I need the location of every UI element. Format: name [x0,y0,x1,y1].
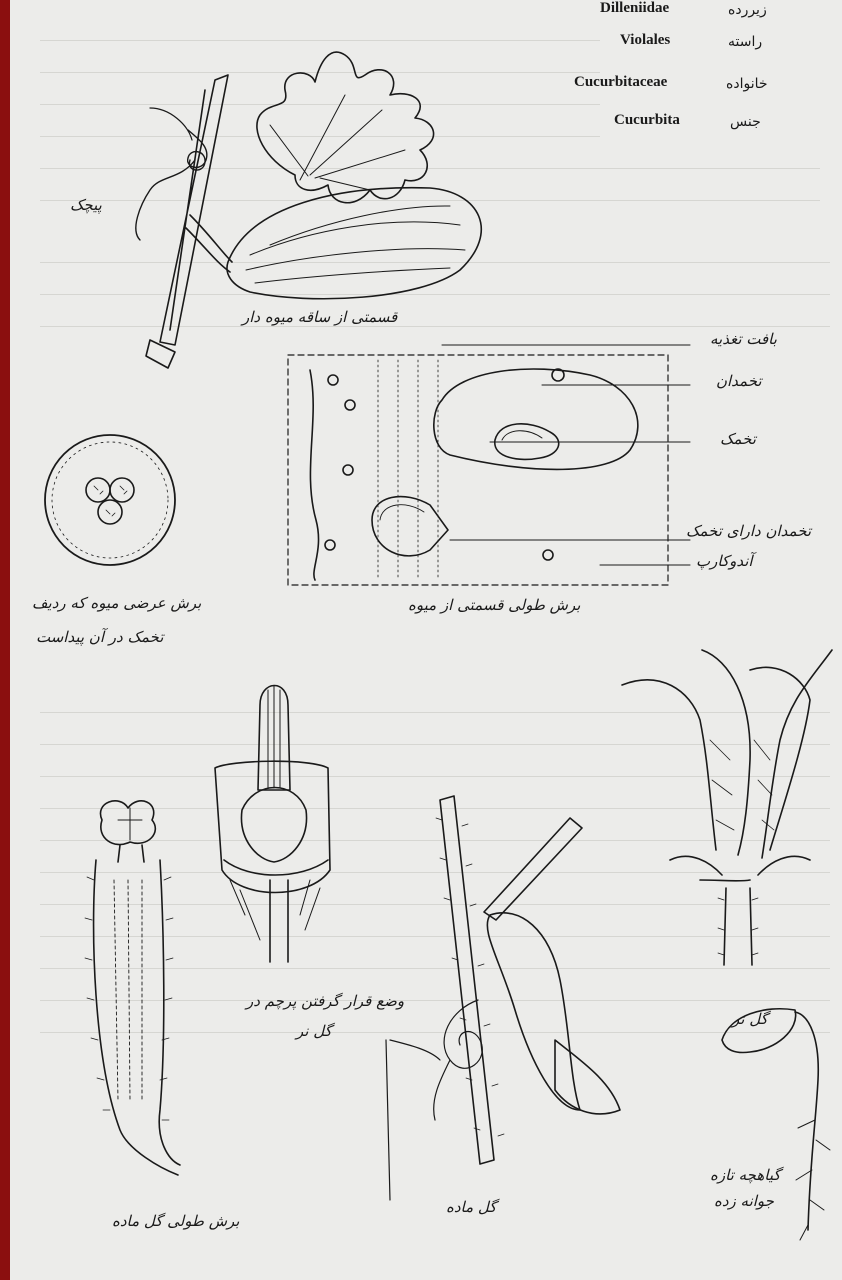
fruit-wall [310,370,319,580]
female-flower-on-stem [386,796,620,1200]
fruit-ridges [246,206,465,283]
pedicel [724,888,752,965]
female-flower-caption: گل ماده [446,1198,496,1216]
stamen-caption-line1: وضع قرار گرفتن پرچم در [246,992,404,1010]
ovary-flower [555,1040,620,1114]
seedling-caption-line2: جوانه زده [714,1192,774,1210]
tendril-label: پیچک [70,196,102,214]
leaf-outline [257,52,434,203]
veins [710,740,774,830]
fruit-stalk [186,215,232,272]
corolla-cut [215,761,330,892]
petal-back [750,667,810,850]
branch-stem [484,818,582,920]
sepal-teeth [230,880,320,940]
section-label-ovary: تخمدان [716,372,762,390]
male-flower-caption: گل نر [732,1010,768,1028]
rank-genus: جنس [730,114,761,130]
section-label-nutrient: بافت تغذیه [710,330,777,348]
petal-left [622,680,716,850]
fruit-longitudinal-section [288,345,690,585]
dotted-zone [378,360,438,580]
botanical-plate: Dilleniidae زیررده Violales راسته Cucurb… [10,0,842,1280]
female-longitudinal-caption: برش طولی گل ماده [112,1212,239,1230]
section-label-endocarp: آندوکارپ [696,552,753,570]
stem-hairs [436,818,504,1136]
section-label-ovule: تخمک [720,430,756,448]
rank-family: خانواده [726,76,768,92]
hypocotyl [795,1012,818,1230]
ovule-rows [114,880,142,1100]
fruit-cross-section [45,435,175,565]
ovary-body [94,860,180,1175]
sepals [670,856,810,881]
cross-section-caption-line2: تخمک در آن پیداست [36,628,163,646]
hairs [85,877,173,1120]
rank-order: راسته [728,34,762,50]
style [118,845,144,862]
main-stem [440,796,494,1164]
stamen-caption-line2: گل نر [296,1022,332,1040]
coiled-tendril [386,1000,482,1200]
stem-caption: قسمتی از ساقه میوه دار [242,308,397,326]
taxon-order: Violales [620,32,670,49]
male-flower-drawing [622,650,832,965]
stamen-position-drawing [215,685,330,962]
section-label-ovary-ovule: تخمدان دارای تخمک [686,522,811,540]
filament-bulb [241,788,306,863]
longitudinal-section-caption: برش طولی قسمتی از میوه [408,596,580,614]
receptacle [224,860,328,962]
stigma [100,801,155,845]
ovary-chamber [434,369,638,469]
cross-section-caption-line1: برش عرضی میوه که ردیف [32,594,201,612]
ovule-inner [502,431,542,440]
taxon-family: Cucurbitaceae [574,74,667,91]
leader-lines [442,345,690,565]
female-flower-section [85,801,180,1175]
tendril-leader [150,108,192,140]
ovary [487,913,580,1110]
petal-mid [702,650,750,855]
taxon-subclass: Dilleniidae [600,0,669,17]
rank-subclass: زیررده [728,2,767,18]
leaf-veins [270,95,405,190]
seed-bulb-inner [380,505,424,520]
petal-right [762,650,832,858]
seedling-caption-line1: گیاهچه تازه [710,1166,781,1184]
stem-body [160,75,228,345]
taxon-genus: Cucurbita [614,112,680,129]
